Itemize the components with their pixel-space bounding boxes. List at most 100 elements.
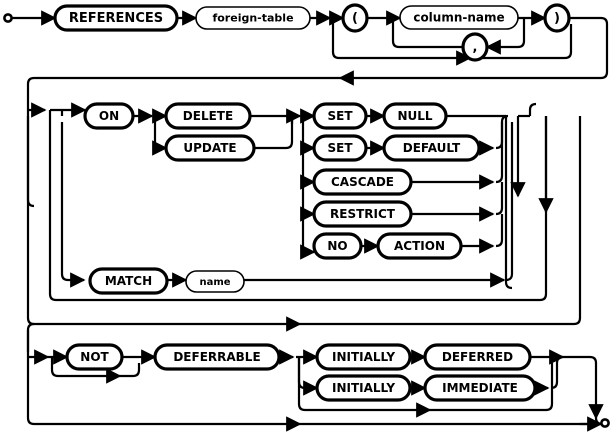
node-references[interactable]: REFERENCES (53, 4, 179, 32)
deferred-box (423, 343, 532, 371)
on-label: ON (99, 109, 119, 123)
rail-row1-to-row2 (338, 16, 609, 86)
start-marker (3, 13, 13, 23)
node-cascade[interactable]: CASCADE (312, 168, 413, 196)
rail-row3-corner (26, 322, 35, 331)
node-set-default[interactable]: SET (312, 134, 368, 162)
node-on[interactable]: ON (83, 102, 135, 130)
deferrable-label: DEFERRABLE (173, 350, 260, 364)
not-label: NOT (80, 350, 109, 364)
node-deferred[interactable]: DEFERRED (423, 343, 532, 371)
node-default[interactable]: DEFAULT (382, 134, 481, 162)
action-label: ACTION (394, 239, 445, 253)
rail-paren-bypass-join (470, 24, 573, 60)
row-actions (26, 102, 582, 332)
rail-cascade-merge (495, 122, 504, 184)
end-marker (600, 418, 610, 428)
initially-deferred-box (315, 343, 412, 371)
set-default-box (312, 134, 368, 162)
cascade-box (312, 168, 413, 196)
update-box (164, 134, 256, 162)
cascade-label: CASCADE (331, 175, 394, 189)
rail-comma-loop-right (485, 18, 526, 55)
lparen-box (341, 3, 369, 33)
node-set-null[interactable]: SET (312, 102, 368, 130)
node-initially-immediate[interactable]: INITIALLY (315, 374, 412, 402)
column-name-label: column-name (413, 11, 504, 25)
rail-row2-entry-drop (26, 76, 340, 110)
references-label: REFERENCES (69, 11, 163, 26)
default-box (382, 134, 481, 162)
on-box (83, 102, 135, 130)
foreign-table-label: foreign-table (212, 12, 293, 25)
node-match[interactable]: MATCH (88, 267, 169, 295)
node-deferrable[interactable]: DEFERRABLE (153, 343, 281, 371)
rail-restrict-merge (495, 182, 504, 216)
node-restrict[interactable]: RESTRICT (312, 200, 413, 228)
immediate-box (423, 374, 537, 402)
deferrable-box (153, 343, 281, 371)
rparen-label: ) (554, 11, 560, 26)
initially-deferred-label: INITIALLY (332, 350, 395, 364)
immediate-label: IMMEDIATE (442, 381, 518, 395)
lparen-label: ( (352, 11, 358, 26)
references-box (53, 4, 179, 32)
default-label: DEFAULT (403, 141, 461, 155)
rail-initially-bypass (297, 357, 432, 418)
rail-final-drop (563, 355, 604, 420)
deferred-label: DEFERRED (442, 350, 513, 364)
restrict-label: RESTRICT (330, 207, 396, 221)
node-column-name[interactable]: column-name (399, 5, 519, 30)
node-immediate[interactable]: IMMEDIATE (423, 374, 537, 402)
rail-repeat-outer-join (300, 116, 548, 302)
not-box (65, 343, 124, 371)
rail-row2-bypass-join (300, 116, 582, 326)
rail-comma-loop-left (391, 18, 463, 49)
row-deferrable (26, 322, 604, 432)
name-label: name (199, 277, 230, 288)
node-delete[interactable]: DELETE (164, 102, 252, 130)
match-label: MATCH (105, 274, 152, 288)
name-box (185, 270, 245, 293)
rail-not-bypass (50, 357, 122, 384)
rail-match-merge (505, 122, 514, 282)
node-lparen[interactable]: ( (341, 3, 369, 33)
set-default-label: SET (327, 141, 353, 155)
node-name[interactable]: name (185, 270, 245, 293)
action-box (376, 232, 463, 260)
set-null-label: SET (327, 109, 353, 123)
comma-box (461, 32, 489, 62)
column-name-box (399, 5, 519, 30)
rail-delete-out (250, 114, 294, 124)
rparen-box (543, 3, 571, 33)
node-update[interactable]: UPDATE (164, 134, 256, 162)
initially-immediate-label: INITIALLY (332, 381, 395, 395)
rail-row3-bypass (26, 330, 302, 432)
node-no[interactable]: NO (312, 232, 363, 260)
node-not[interactable]: NOT (65, 343, 124, 371)
rail-paren-bypass (331, 18, 472, 66)
null-label: NULL (397, 109, 432, 123)
initially-immediate-box (315, 374, 412, 402)
rail-initially-bypass-join (430, 363, 554, 412)
node-initially-deferred[interactable]: INITIALLY (315, 343, 412, 371)
node-action[interactable]: ACTION (376, 232, 463, 260)
nonterminal-nodes: foreign-table column-name name (185, 5, 519, 293)
rail-to-match (60, 122, 86, 288)
node-rparen[interactable]: ) (543, 3, 571, 33)
rail-update-out (254, 114, 299, 150)
match-box (88, 267, 169, 295)
comma-label: , (473, 40, 478, 55)
null-box (382, 102, 448, 130)
node-null[interactable]: NULL (382, 102, 448, 130)
endpoint-markers (3, 13, 610, 428)
node-comma[interactable]: , (461, 32, 489, 62)
rail-immediate-merge (550, 355, 564, 390)
node-foreign-table[interactable]: foreign-table (195, 6, 311, 30)
rail-to-initially-immediate (297, 357, 319, 396)
row-references (12, 10, 609, 110)
delete-label: DELETE (183, 109, 233, 123)
restrict-box (312, 200, 413, 228)
